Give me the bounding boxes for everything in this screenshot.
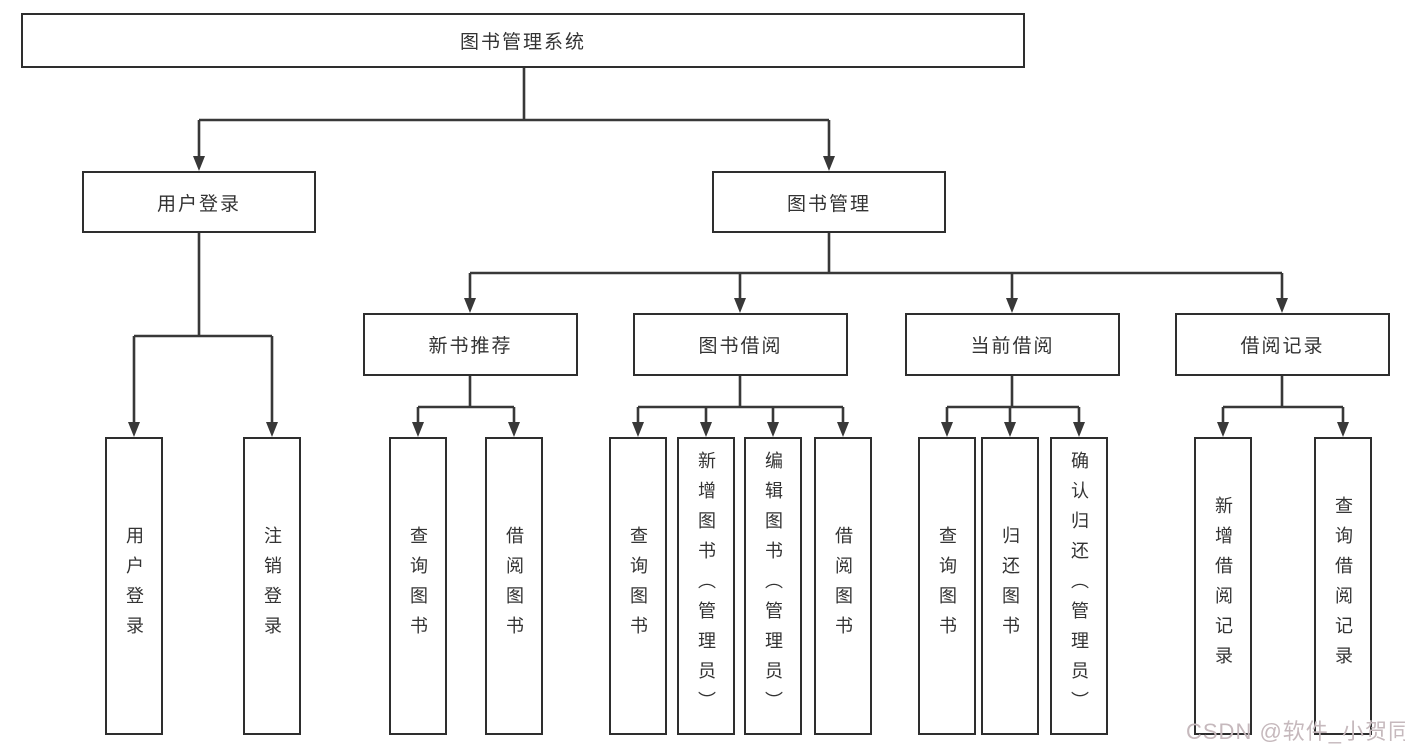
- stem-book-management: [470, 233, 1282, 275]
- node-label: 查询借阅记录: [1333, 496, 1353, 676]
- arrow-shafts: [132, 120, 1345, 424]
- arrowhead: [700, 422, 712, 437]
- node-book-management: 图书管理: [712, 171, 946, 233]
- arrowhead: [508, 422, 520, 437]
- node-label: 归还图书: [1000, 526, 1020, 646]
- node-label: 确认归还（管理员）: [1069, 451, 1089, 721]
- node-label: 新增图书（管理员）: [696, 451, 716, 721]
- stem-current: [947, 376, 1079, 409]
- node-book-borrowing: 图书借阅: [633, 313, 848, 376]
- arrowhead: [837, 422, 849, 437]
- arrowhead: [1337, 422, 1349, 437]
- node-label: 图书管理: [786, 193, 871, 215]
- node-label: 借阅图书: [833, 526, 853, 646]
- leaf-user-login: 用户登录: [105, 437, 163, 735]
- node-label: 查询图书: [628, 526, 648, 646]
- stem-new-book: [418, 376, 514, 409]
- arrowhead: [734, 298, 746, 313]
- node-label: 新增借阅记录: [1213, 496, 1233, 676]
- node-label: 借阅记录: [1240, 336, 1325, 357]
- node-label: 新书推荐: [428, 336, 513, 357]
- leaf-add-borrow-record: 新增借阅记录: [1194, 437, 1252, 735]
- arrowhead: [193, 156, 205, 171]
- arrowhead: [1276, 298, 1288, 313]
- node-user-login: 用户登录: [82, 171, 316, 233]
- node-label: 图书管理系统: [459, 32, 586, 53]
- leaf-add-books-admin: 新增图书（管理员）: [677, 437, 735, 735]
- arrowhead: [266, 422, 278, 437]
- csdn-watermark: CSDN @软件_小贺同学: [1186, 719, 1405, 744]
- leaf-logout: 注销登录: [243, 437, 301, 735]
- node-label: 用户登录: [156, 193, 241, 215]
- arrowhead: [632, 422, 644, 437]
- leaf-borrow-books: 借阅图书: [814, 437, 872, 735]
- arrowhead: [823, 156, 835, 171]
- node-label: 查询图书: [408, 526, 428, 646]
- leaf-query-books-borrow: 查询图书: [609, 437, 667, 735]
- arrowhead: [1004, 422, 1016, 437]
- node-borrowing-records: 借阅记录: [1175, 313, 1390, 376]
- node-current-borrowing: 当前借阅: [905, 313, 1120, 376]
- node-label: 查询图书: [937, 526, 957, 646]
- leaf-query-books-recommend: 查询图书: [389, 437, 447, 735]
- node-label: 借阅图书: [504, 526, 524, 646]
- node-label: 编辑图书（管理员）: [763, 451, 783, 721]
- arrowhead: [464, 298, 476, 313]
- node-label: 注销登录: [262, 526, 282, 646]
- stem-records: [1223, 376, 1343, 409]
- node-library-system: 图书管理系统: [21, 13, 1025, 68]
- arrowhead: [412, 422, 424, 437]
- arrowhead: [1006, 298, 1018, 313]
- arrowhead: [1073, 422, 1085, 437]
- leaf-confirm-return-admin: 确认归还（管理员）: [1050, 437, 1108, 735]
- arrowhead: [767, 422, 779, 437]
- stem-root: [199, 68, 829, 122]
- node-label: 用户登录: [124, 526, 144, 646]
- stem-borrow: [638, 376, 843, 409]
- arrowhead: [128, 422, 140, 437]
- arrowhead: [941, 422, 953, 437]
- arrowhead: [1217, 422, 1229, 437]
- leaf-borrow-books-recommend: 借阅图书: [485, 437, 543, 735]
- leaf-query-borrow-record: 查询借阅记录: [1314, 437, 1372, 735]
- stem-user-login: [134, 233, 272, 338]
- leaf-return-books: 归还图书: [981, 437, 1039, 735]
- node-new-book-recommendation: 新书推荐: [363, 313, 578, 376]
- node-label: 当前借阅: [970, 336, 1055, 357]
- leaf-edit-books-admin: 编辑图书（管理员）: [744, 437, 802, 735]
- leaf-query-books-current: 查询图书: [918, 437, 976, 735]
- node-label: 图书借阅: [698, 336, 783, 357]
